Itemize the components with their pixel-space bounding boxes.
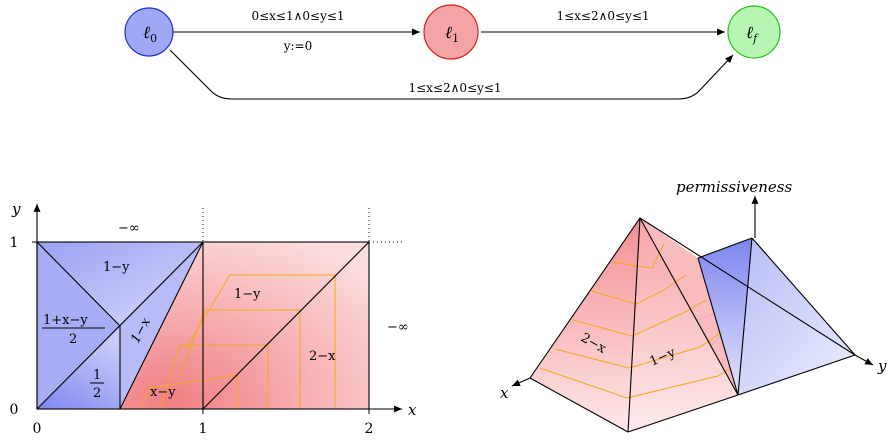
surface-y-axis [854, 354, 874, 366]
label-blue-top: 1−y [103, 260, 130, 275]
svg-text:ℓ1: ℓ1 [445, 23, 459, 45]
plane-plot: x y 0 1 2 0 1 −∞ −∞ 1−y 1+x−y 2 1−x 1 2 … [10, 200, 417, 437]
y-axis-label: y [11, 200, 21, 218]
automaton: 0≤x≤1∧0≤y≤1 y:=0 1≤x≤2∧0≤y≤1 1≤x≤2∧0≤y≤1… [124, 4, 781, 100]
svg-text:ℓ0: ℓ0 [143, 23, 157, 45]
label-blue-half-den: 2 [93, 386, 101, 401]
edge-l0-l1-reset: y:=0 [283, 39, 313, 53]
x-tick-2: 2 [365, 421, 374, 437]
edge-l1-lf-guard: 1≤x≤2∧0≤y≤1 [556, 9, 649, 23]
surface-y-label: y [877, 357, 887, 375]
label-blue-left-den: 2 [69, 332, 77, 347]
surface-plot: permissiveness x y 2−x 1−y [500, 178, 887, 433]
state-lf-sub: f [752, 32, 759, 45]
state-l0-label: ℓ [143, 23, 150, 43]
region-blue-top [37, 242, 203, 326]
state-l1-label: ℓ [445, 23, 452, 43]
pyramid-edges [529, 216, 856, 433]
label-red-bottom: x−y [150, 385, 176, 400]
surface-x-label: x [500, 384, 509, 402]
surface-z-label: permissiveness [676, 178, 792, 196]
label-red-right: 2−x [309, 349, 336, 364]
surface-contours [539, 243, 732, 399]
edge-l0-lf-guard: 1≤x≤2∧0≤y≤1 [408, 81, 501, 95]
label-red-top: 1−y [234, 287, 261, 302]
x-axis-label: x [408, 401, 417, 419]
label-blue-left-num: 1+x−y [43, 313, 88, 328]
state-l1-sub: 1 [452, 32, 459, 45]
edge-l0-l1-guard: 0≤x≤1∧0≤y≤1 [251, 9, 344, 23]
pyramid-face-right [628, 218, 738, 432]
state-lf: ℓf [727, 5, 781, 59]
state-l1: ℓ1 [423, 4, 479, 60]
region-blue-left [37, 242, 120, 409]
pyramid-face-blue-dark [698, 238, 752, 395]
label-top-minus-inf: −∞ [118, 221, 140, 236]
y-tick-1: 1 [10, 235, 19, 251]
state-l0-sub: 0 [150, 32, 157, 45]
label-right-minus-inf: −∞ [387, 320, 409, 335]
state-l0: ℓ0 [124, 7, 174, 57]
y-tick-0: 0 [10, 402, 19, 418]
state-lf-label: ℓ [746, 23, 753, 43]
label-blue-half-num: 1 [93, 368, 101, 383]
surface-x-axis [511, 377, 531, 387]
edge-l0-lf [169, 49, 734, 100]
x-tick-0: 0 [33, 421, 42, 437]
pyramid-face-left [530, 218, 640, 432]
x-tick-1: 1 [199, 421, 208, 437]
svg-text:ℓf: ℓf [746, 23, 759, 45]
